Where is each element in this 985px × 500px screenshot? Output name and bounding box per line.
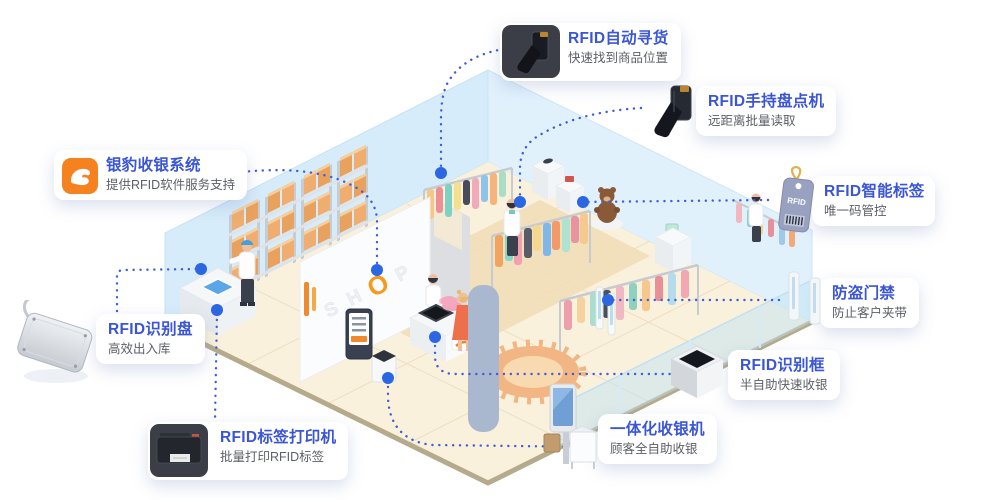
callout-subtitle: 批量打印RFID标签: [220, 449, 325, 464]
rfid-pad-on-desk: [200, 278, 236, 296]
callout-title: RFID智能标签: [824, 183, 925, 200]
pillar: [468, 285, 499, 432]
callout-title: 一体化收银机: [610, 421, 705, 438]
callout-security-gate: 防盗门禁 防止客户夹带: [820, 278, 920, 329]
flat-reader-pad-icon: [17, 300, 93, 383]
callout-integrated-register: 一体化收银机 顾客全自助收银: [598, 414, 717, 465]
svg-text:RFID: RFID: [787, 196, 807, 207]
callout-title: RFID识别盘: [108, 321, 193, 338]
clothing-rack-right: [559, 263, 699, 351]
pospal-logo-icon: [62, 158, 98, 194]
callout-subtitle: 快速找到商品位置: [568, 50, 669, 65]
callout-smart-tag: RFID智能标签 唯一码管控: [812, 176, 935, 227]
callout-title: 银豹收银系统: [106, 157, 201, 174]
store-clerk: [503, 198, 521, 256]
callout-subtitle: 提供RFID软件服务支持: [106, 177, 236, 192]
display-pedestals: [530, 157, 586, 213]
clothing-rack-middle: [491, 209, 591, 288]
menu-board: [345, 308, 373, 360]
callout-handheld-counter: RFID手持盘点机 远距离批量读取: [696, 86, 837, 137]
callout-subtitle: 顾客全自助收银: [610, 441, 698, 456]
label-printer-darkbox-icon: [150, 424, 208, 477]
callout-title: 防盗门禁: [832, 285, 896, 302]
warehouse-worker: [229, 240, 256, 306]
connector-lines: [115, 47, 781, 449]
callout-subtitle: 远距离批量读取: [708, 113, 796, 128]
handheld-scanner-icon: [654, 85, 692, 138]
connector-dots: [195, 167, 614, 384]
gate-panels-icon: [788, 271, 821, 325]
callout-title: RFID自动寻货: [568, 30, 669, 47]
callout-subtitle: 防止客户夹带: [832, 305, 908, 320]
display-pedestal-right: [653, 223, 693, 272]
handheld-scanner-darkbox-icon: [502, 25, 560, 78]
teddy-bear: [591, 187, 623, 230]
callout-subtitle: 半自助快速收银: [740, 377, 828, 392]
callout-recognition-pad: RFID识别盘 高效出入库: [96, 314, 205, 365]
recognition-box-icon: [669, 345, 725, 398]
callout-title: RFID手持盘点机: [708, 93, 825, 110]
callout-title: RFID识别框: [740, 357, 825, 374]
callout-title: RFID标签打印机: [220, 429, 337, 446]
self-checkout-kiosk-icon: [543, 383, 598, 469]
callout-recognition-frame: RFID识别框 半自助快速收银: [728, 350, 840, 401]
callout-subtitle: 唯一码管控: [824, 203, 887, 218]
warehouse-desk: [178, 267, 258, 336]
rfid-hang-tag-icon: RFID: [778, 166, 814, 233]
callout-subtitle: 高效出入库: [108, 341, 171, 356]
